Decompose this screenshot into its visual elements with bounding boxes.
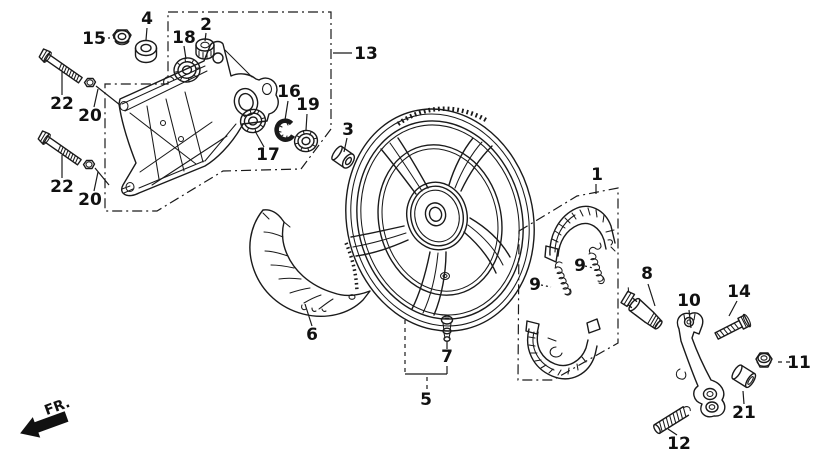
brake-spring-right <box>588 246 605 285</box>
part-label-17: 17 <box>256 145 280 165</box>
bearing-19 <box>293 129 319 153</box>
spring-12 <box>653 406 691 435</box>
collar-21 <box>731 364 757 389</box>
brake-shoe-lower <box>525 318 601 380</box>
part-label-20-lower: 20 <box>78 190 102 210</box>
part-label-7: 7 <box>441 347 453 367</box>
part-label-16: 16 <box>277 82 301 102</box>
part-label-21: 21 <box>732 403 756 423</box>
brake-arm-drawing <box>675 312 726 418</box>
part-label-2: 2 <box>200 15 212 35</box>
part-label-22-upper: 22 <box>50 94 74 114</box>
part-label-18: 18 <box>172 28 196 48</box>
bearing-18 <box>173 57 201 83</box>
part-label-4: 4 <box>141 9 153 29</box>
swingarm-drawing <box>118 40 279 197</box>
bolt-14 <box>714 313 752 340</box>
swingarm-group-box <box>104 11 332 212</box>
nut-11 <box>755 352 773 368</box>
part-label-9-right: 9 <box>574 256 586 276</box>
part-label-12: 12 <box>667 434 691 454</box>
circlip-16 <box>274 118 295 142</box>
fr-label: FR. <box>42 395 72 419</box>
mudguard-drawing <box>249 209 371 317</box>
part-label-20-upper: 20 <box>78 106 102 126</box>
part-label-5: 5 <box>420 390 432 410</box>
bolt-22-lower <box>37 130 82 166</box>
brake-spring-left <box>554 261 572 296</box>
part-label-22-lower: 22 <box>50 177 74 197</box>
bushing-2 <box>195 38 215 60</box>
tire-valve-drawing <box>440 315 454 342</box>
bushing-3 <box>331 145 356 169</box>
part-label-13: 13 <box>354 44 378 64</box>
fr-arrow-icon <box>20 411 69 438</box>
bolt-22-upper <box>38 48 83 84</box>
part-label-10: 10 <box>677 291 701 311</box>
bearing-17 <box>239 108 267 134</box>
part-label-15: 15 <box>82 29 106 49</box>
brake-shoe-group-box <box>517 187 619 381</box>
part-label-11: 11 <box>787 353 811 373</box>
part-label-9-left: 9 <box>529 275 541 295</box>
leader-lines <box>61 27 790 436</box>
part-label-14: 14 <box>727 282 751 302</box>
brake-cam-drawing <box>620 287 663 330</box>
part-label-19: 19 <box>296 95 320 115</box>
rear-wheel-drawing <box>344 106 535 332</box>
fr-direction-arrow: FR. <box>20 395 72 438</box>
part-label-3: 3 <box>342 120 354 140</box>
brake-shoe-upper <box>544 205 616 263</box>
part-label-1: 1 <box>591 165 603 185</box>
nut-20-upper <box>83 77 97 88</box>
nut-15 <box>112 29 132 46</box>
part-label-6: 6 <box>306 325 318 345</box>
part-labels: 15 4 2 18 13 22 20 22 20 16 19 17 3 6 7 … <box>50 9 811 454</box>
bushing-4 <box>134 39 158 64</box>
nut-20-lower <box>82 159 96 170</box>
part-label-8: 8 <box>641 264 653 284</box>
